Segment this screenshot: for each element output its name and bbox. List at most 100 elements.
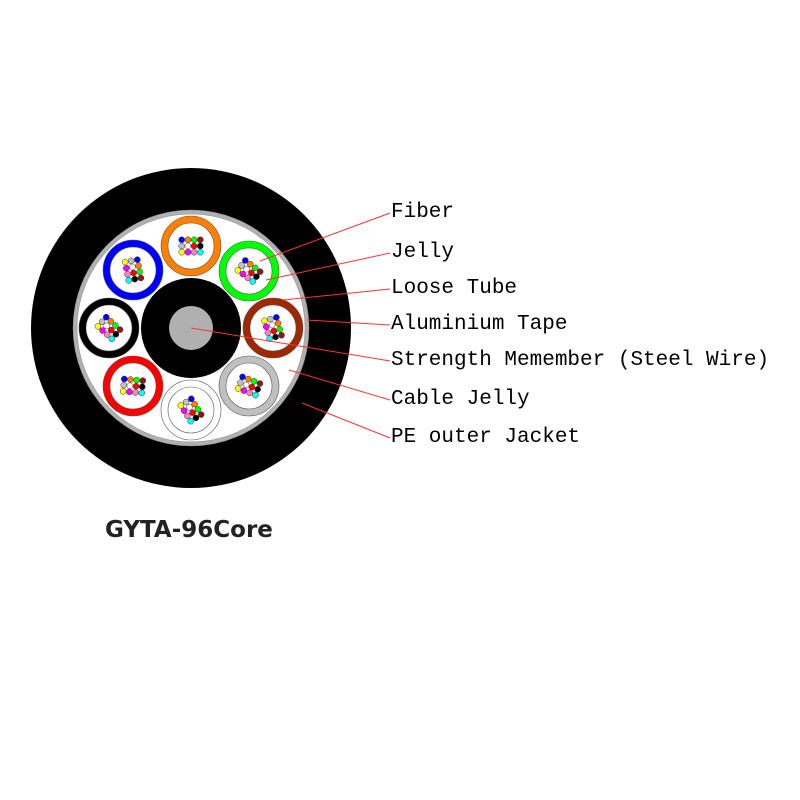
leader-line-aluminium-tape: [306, 319, 391, 326]
fiber: [184, 242, 192, 250]
fiber: [135, 262, 142, 270]
fiber: [190, 242, 198, 250]
loose-tube: [102, 239, 164, 301]
fiber: [187, 417, 194, 425]
fiber: [256, 268, 264, 275]
fiber: [245, 375, 252, 383]
fiber: [178, 248, 185, 256]
fiber: [130, 269, 137, 277]
fiber: [139, 377, 147, 384]
cable-model-title: GYTA-96Core: [105, 517, 273, 543]
fiber: [127, 376, 134, 383]
fiber: [125, 277, 132, 284]
fiber: [112, 322, 119, 329]
fiber: [116, 326, 124, 333]
fiber: [186, 404, 193, 411]
fiber: [250, 378, 258, 385]
fiber: [234, 267, 242, 274]
fiber: [242, 257, 249, 264]
fiber: [184, 412, 191, 420]
fiber: [103, 331, 111, 338]
fiber: [132, 383, 140, 390]
fiber: [107, 318, 115, 325]
leader-line-fiber: [259, 212, 391, 262]
fiber: [247, 260, 254, 268]
leader-line-cable-jelly: [288, 369, 391, 401]
fiber: [131, 275, 139, 283]
fiber: [184, 248, 192, 256]
loose-tube: [218, 355, 280, 417]
fiber: [248, 383, 256, 391]
fiber: [238, 262, 245, 269]
fiber: [261, 317, 268, 325]
fiber: [239, 270, 247, 278]
fiber: [94, 323, 102, 330]
fiber: [246, 389, 253, 397]
fiber: [249, 278, 256, 285]
fiber: [103, 322, 110, 330]
fiber: [137, 274, 145, 282]
loose-tube: [160, 379, 222, 441]
fiber: [254, 386, 261, 393]
fiber: [278, 331, 285, 339]
fiber: [139, 383, 146, 391]
fiber: [240, 387, 248, 394]
fiber: [256, 380, 264, 387]
fiber: [132, 389, 139, 396]
fiber: [194, 406, 202, 413]
fiber: [98, 318, 106, 326]
leader-line-pe-outer-jacket: [301, 402, 391, 439]
fiber: [184, 236, 192, 244]
loose-tube: [242, 297, 304, 359]
fiber: [129, 263, 136, 271]
fiber: [178, 242, 185, 250]
fiber: [268, 321, 276, 329]
fiber: [112, 330, 120, 338]
fiber: [276, 326, 284, 333]
label-strength-member: Strength Memember (Steel Wire): [391, 349, 770, 372]
fiber: [244, 274, 251, 282]
fiber: [121, 258, 129, 266]
fiber: [177, 402, 185, 409]
fiber: [123, 264, 130, 272]
fiber: [124, 270, 131, 278]
fiber: [99, 327, 106, 334]
fiber: [264, 329, 272, 336]
fiber: [266, 335, 273, 342]
fiber: [108, 326, 115, 334]
leader-line-jelly: [265, 252, 391, 281]
leader-line-loose-tube: [282, 288, 391, 301]
fiber: [190, 236, 198, 244]
fiber: [126, 382, 134, 389]
label-loose-tube: Loose Tube: [391, 277, 518, 300]
fiber: [272, 333, 279, 341]
fiber: [274, 320, 282, 327]
label-fiber: Fiber: [391, 201, 455, 224]
fiber: [270, 327, 278, 335]
fiber: [273, 314, 280, 321]
fiber: [237, 379, 244, 386]
fiber: [197, 242, 204, 250]
fiber: [119, 388, 127, 395]
fiber: [189, 409, 196, 416]
fiber: [192, 414, 200, 422]
fiber: [188, 395, 195, 403]
fiber: [180, 407, 188, 414]
fiber: [262, 323, 270, 330]
fiber: [178, 236, 185, 244]
fiber: [197, 236, 204, 244]
fiber: [243, 265, 250, 273]
fiber: [252, 391, 259, 399]
loose-tube: [102, 355, 164, 417]
fiber: [191, 400, 198, 408]
fiber: [127, 257, 135, 265]
fiber: [197, 248, 204, 256]
fiber: [121, 375, 128, 383]
fiber: [133, 376, 140, 384]
label-aluminium-tape: Aluminium Tape: [391, 313, 568, 336]
fiber: [242, 381, 250, 389]
loose-tube: [160, 215, 222, 277]
label-cable-jelly: Cable Jelly: [391, 388, 530, 411]
